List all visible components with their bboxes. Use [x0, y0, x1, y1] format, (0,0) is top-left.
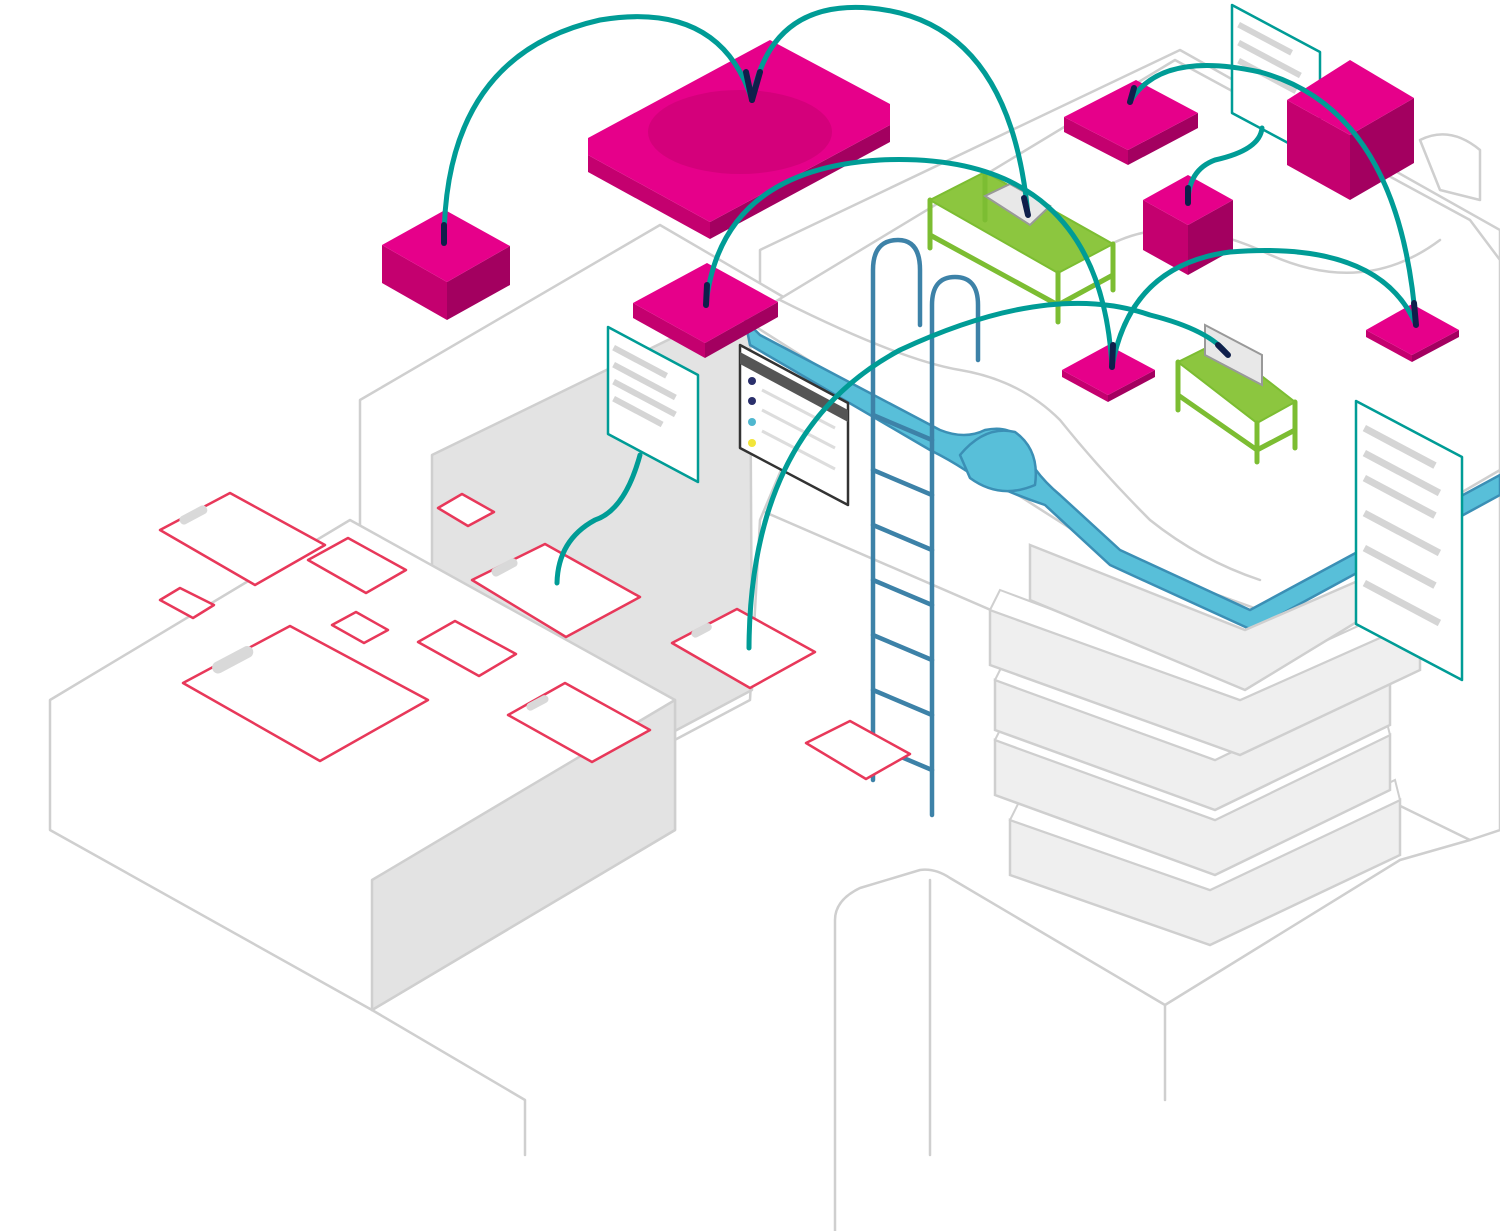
- magenta-block-left: [382, 210, 510, 320]
- browser-dot-3: [748, 418, 756, 426]
- magenta-block-top-right: [1064, 80, 1198, 165]
- browser-dot-4: [748, 439, 756, 447]
- arc-endpoints: [441, 69, 1419, 370]
- workstation-2: [1175, 323, 1298, 465]
- data-stream-channel: [743, 318, 1500, 632]
- terrain-wave-1: [778, 298, 1262, 582]
- doc-6: [330, 610, 390, 645]
- ladder-left-rail: [870, 237, 923, 783]
- info-panel-left: [606, 325, 700, 484]
- doc-10: [670, 607, 817, 690]
- left-foreground-block-side: [370, 698, 677, 1012]
- lower-left-frame: [370, 1008, 527, 1157]
- data-stream-pool: [958, 429, 1038, 493]
- arc-doc-to-monitor: [746, 300, 1231, 651]
- browser-dot-1: [748, 377, 756, 385]
- arc-center-to-right: [1109, 248, 1419, 370]
- browser-window: [738, 343, 850, 507]
- doc-9: [506, 681, 652, 764]
- arc-disk-to-workstation: [749, 4, 1031, 218]
- doc-5: [470, 542, 642, 639]
- info-panel-right: [1354, 399, 1464, 682]
- doc-4: [436, 492, 496, 528]
- doc-7: [181, 624, 430, 763]
- doc-8: [416, 619, 518, 678]
- doc-2: [306, 536, 408, 595]
- browser-titlebar: [740, 352, 848, 422]
- magenta-block-big-disk: [588, 40, 890, 239]
- connection-arcs: [441, 4, 1419, 651]
- magenta-block-center: [1062, 345, 1155, 402]
- ladder-right-rail: [929, 274, 981, 818]
- magenta-block-cube-large: [1287, 60, 1414, 200]
- ladder: [870, 237, 981, 818]
- disk-platter: [648, 90, 832, 174]
- browser-dot-2: [748, 397, 756, 405]
- red-documents: [158, 491, 912, 781]
- ladder-rungs: [870, 412, 935, 773]
- arc-panel-to-doc: [554, 452, 643, 586]
- doc-3: [158, 586, 216, 620]
- lower-right-frame: [1163, 838, 1472, 1007]
- arc-cube-to-panel: [1185, 125, 1265, 206]
- arc-topright-to-right: [1127, 62, 1419, 328]
- book-stack: [988, 543, 1422, 947]
- doc-1: [158, 491, 327, 587]
- monitor-icon: [1204, 323, 1263, 387]
- arc-left-to-disk: [441, 14, 755, 246]
- lower-center-frame: [833, 868, 1167, 1231]
- data-stream: [743, 318, 1500, 632]
- magenta-block-right: [1366, 304, 1459, 362]
- doc-11: [804, 719, 912, 781]
- terrain-ridge: [1418, 133, 1482, 202]
- arc-midleft-to-center: [703, 157, 1115, 370]
